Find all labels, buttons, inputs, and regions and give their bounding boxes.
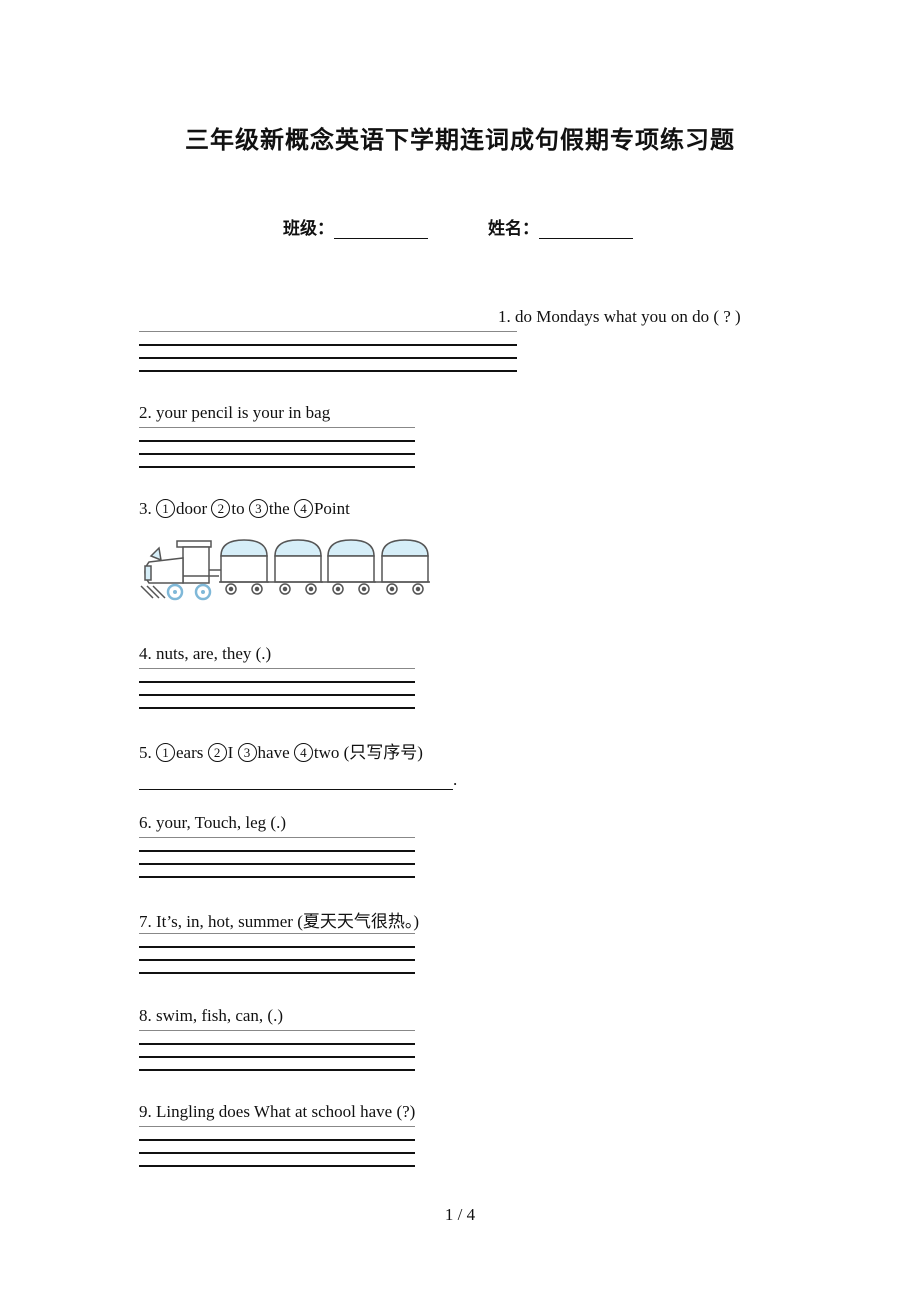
page-title: 三年级新概念英语下学期连词成句假期专项练习题	[185, 128, 735, 154]
train-car-icon	[267, 539, 323, 595]
class-label: 班级：	[283, 219, 334, 238]
question-4: 4. nuts, are, they (.)	[139, 644, 272, 663]
question-9: 9. Lingling does What at school have (?)	[139, 1102, 416, 1121]
circle-number: 1	[156, 743, 175, 762]
circle-number: 4	[293, 499, 313, 518]
circle-number: 3	[248, 499, 268, 518]
question-8: 8. swim, fish, can, (.)	[139, 1006, 284, 1025]
locomotive-icon	[140, 540, 221, 601]
question-6: 6. your, Touch, leg (.)	[139, 813, 287, 832]
answer-line-5[interactable]: .	[139, 770, 457, 790]
class-field: 班级：	[283, 214, 428, 239]
name-label: 姓名：	[488, 219, 539, 238]
page-number: 1 / 4	[444, 1205, 476, 1224]
train-car-icon	[374, 539, 430, 595]
circle-number: 2	[211, 499, 231, 518]
circle-number: 2	[207, 743, 227, 762]
question-2: 2. your pencil is your in bag	[139, 403, 331, 422]
circle-number: 1	[156, 499, 175, 518]
name-field: 姓名：	[488, 214, 633, 239]
name-input-line[interactable]	[539, 220, 633, 239]
question-1: 1. do Mondays what you on do ( ? )	[498, 307, 741, 326]
question-7: 7. It’s, in, hot, summer (夏天天气很热。)	[139, 912, 420, 931]
train-car-icon	[219, 539, 269, 595]
train-illustration	[140, 539, 430, 601]
circle-number: 4	[293, 743, 313, 762]
train-car-icon	[321, 539, 376, 595]
class-input-line[interactable]	[334, 220, 428, 239]
circle-number: 3	[237, 743, 257, 762]
